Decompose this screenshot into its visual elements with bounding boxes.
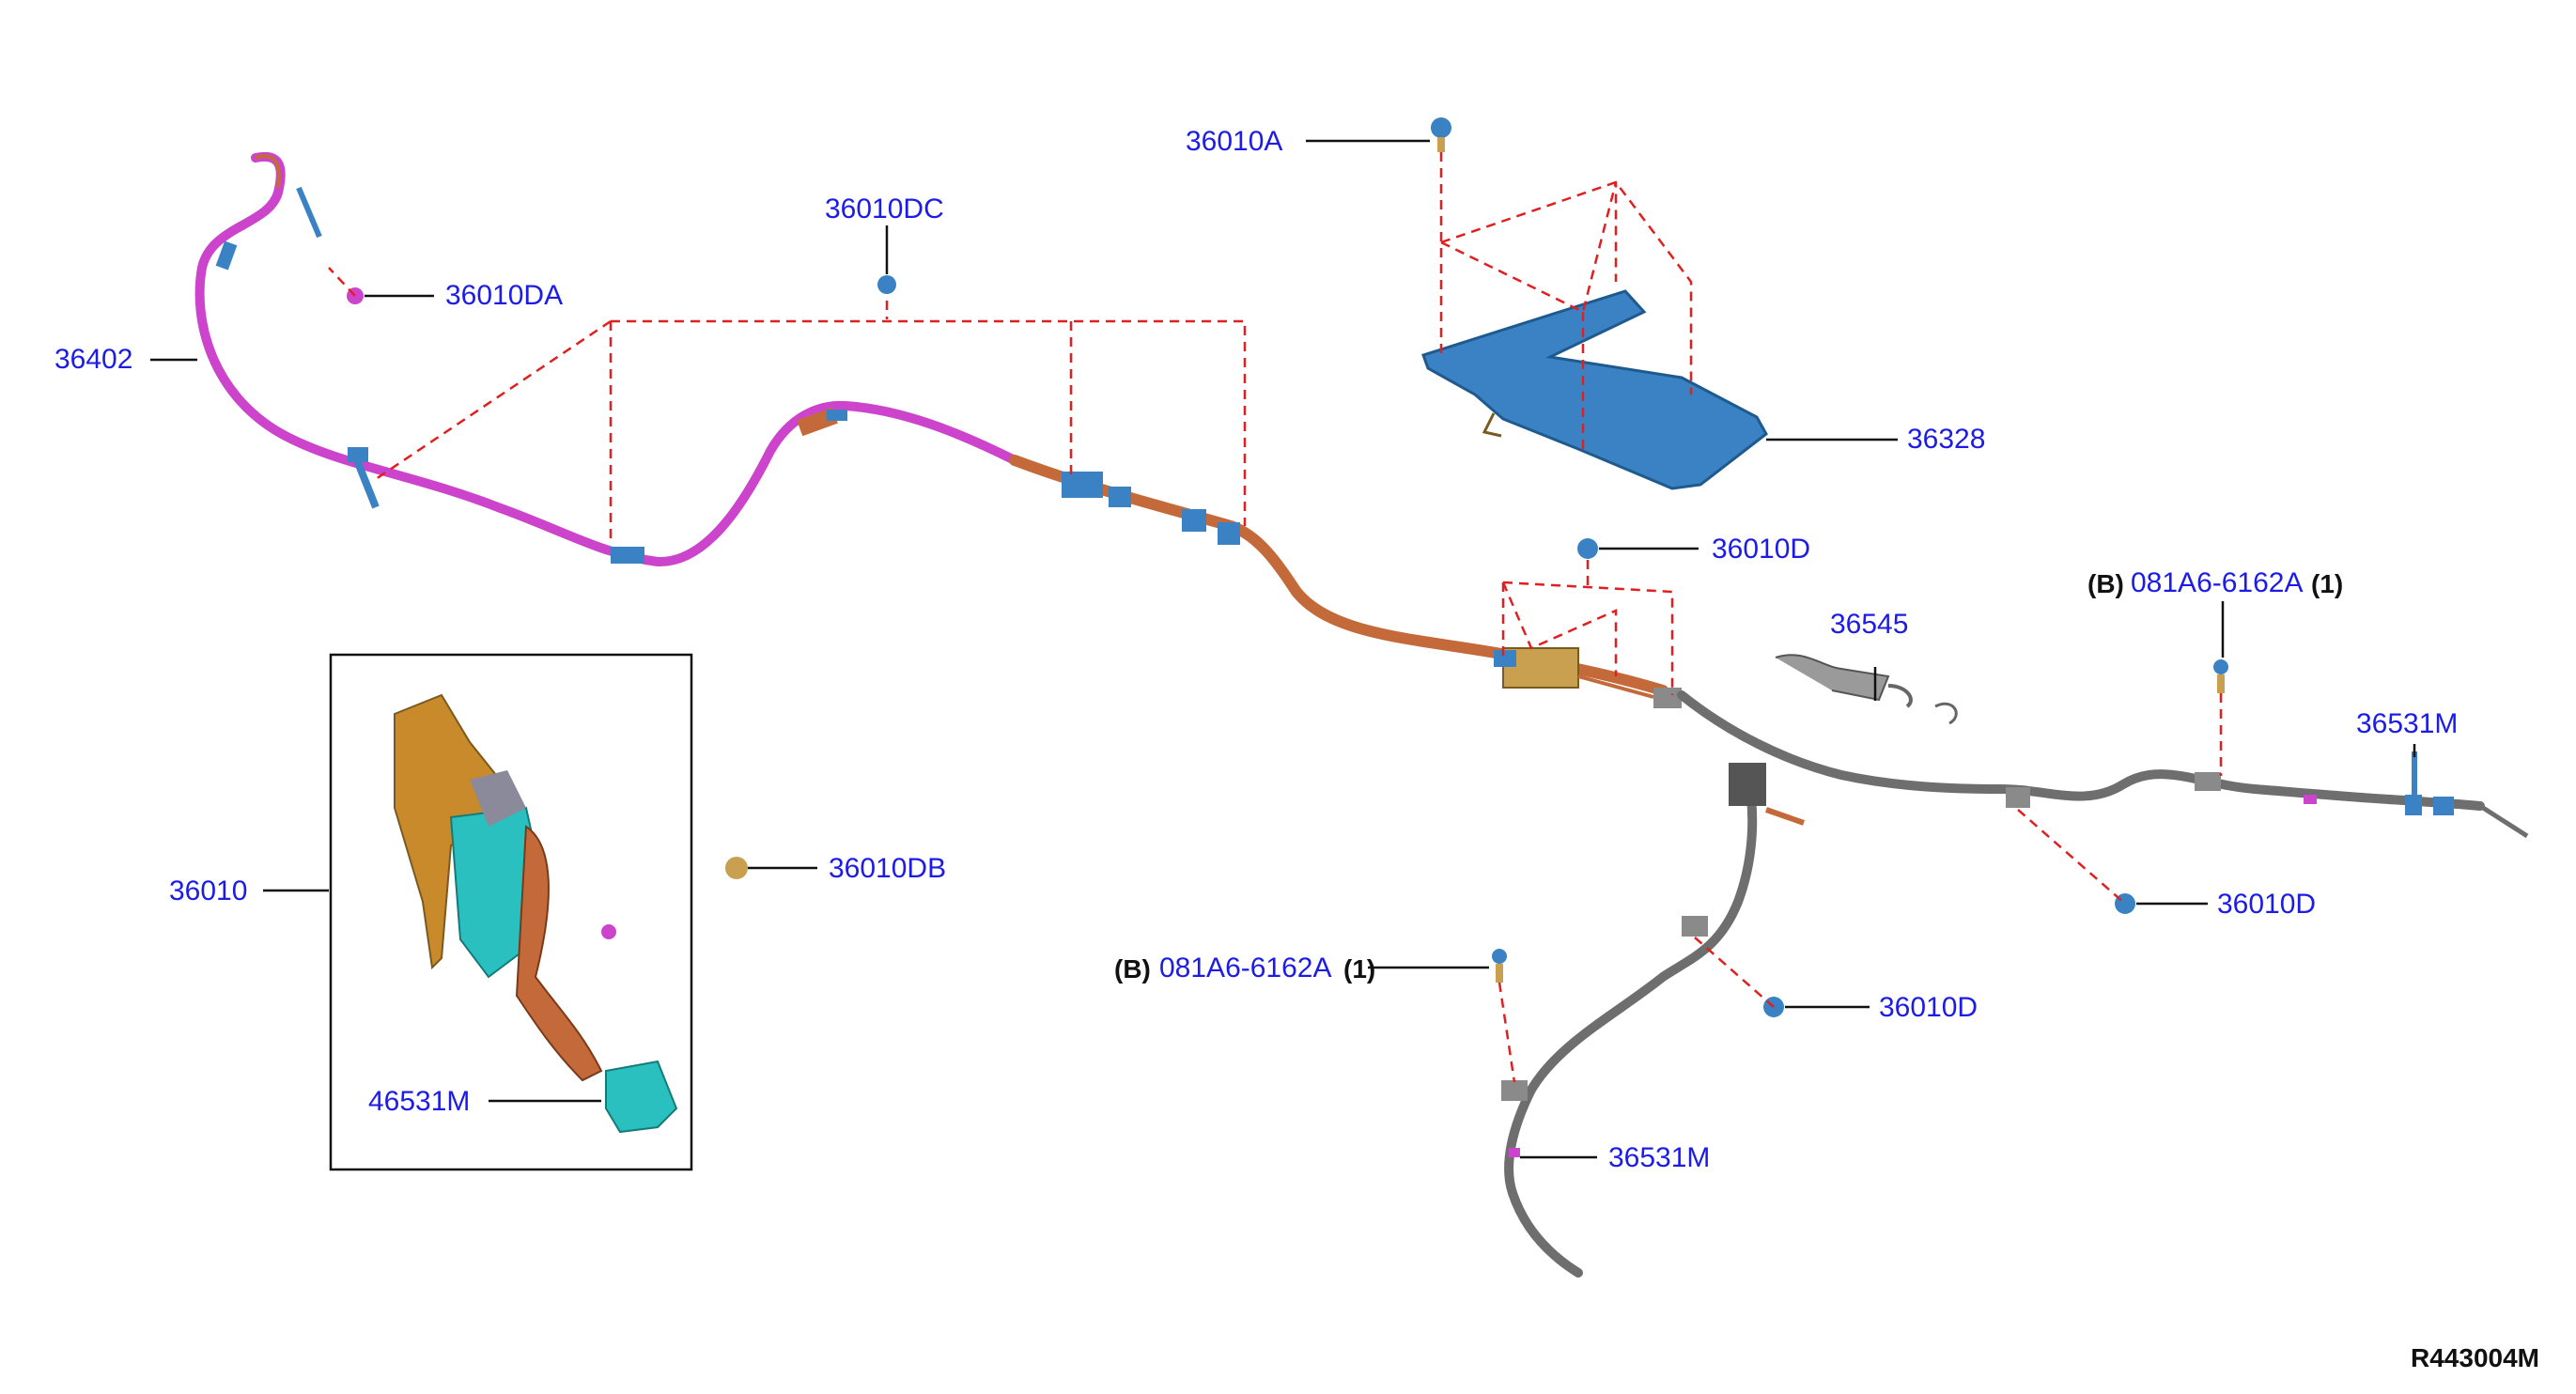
label-36010DC: 36010DC <box>825 194 944 225</box>
diagram-code: R443004M <box>2411 1343 2539 1372</box>
label-36010D-top: 36010D <box>1712 534 1811 565</box>
front-cable-36402 <box>194 151 1019 567</box>
label-36531M-left: 36531M <box>1608 1142 1711 1173</box>
label-081A6-left-prefix: (B) <box>1114 954 1151 984</box>
label-36402: 36402 <box>54 344 133 375</box>
bolt-36010A <box>1431 117 1451 138</box>
pedal-assembly-box <box>329 653 693 1171</box>
label-081A6-right-qty: (1) <box>2311 569 2344 598</box>
label-081A6-left-qty: (1) <box>1343 954 1376 984</box>
bolt-081A6-left <box>1492 949 1507 964</box>
label-36010D-right: 36010D <box>2217 889 2317 920</box>
label-081A6-left: 081A6-6162A <box>1159 953 1332 984</box>
label-081A6-right-prefix: (B) <box>2087 569 2124 598</box>
label-36328: 36328 <box>1907 424 1986 455</box>
bolt-081A6-right <box>2213 659 2228 674</box>
equalizer-bracket <box>1494 647 1682 708</box>
rear-cable-right <box>1677 690 2529 839</box>
fasteners <box>347 117 2228 1017</box>
label-46531M: 46531M <box>368 1086 471 1117</box>
nut-36010D-top <box>1577 538 1598 559</box>
clip-36010DC <box>877 275 896 294</box>
label-081A6-right: 081A6-6162A <box>2131 567 2304 598</box>
label-36010DB: 36010DB <box>829 853 947 884</box>
label-36531M-right: 36531M <box>2356 708 2459 739</box>
label-36010: 36010 <box>169 875 248 906</box>
spring-36545 <box>1775 654 1958 725</box>
label-36010D-mid: 36010D <box>1879 992 1979 1023</box>
label-36010DA: 36010DA <box>445 280 564 311</box>
label-36545: 36545 <box>1830 609 1909 640</box>
rear-cable-left <box>1501 763 1805 1278</box>
label-36010A: 36010A <box>1186 126 1283 157</box>
explode-lines <box>328 152 2223 1083</box>
stopper-36010DB <box>725 857 748 879</box>
leader-lines <box>150 139 2416 1159</box>
heat-insulator-36328 <box>1421 289 1768 490</box>
